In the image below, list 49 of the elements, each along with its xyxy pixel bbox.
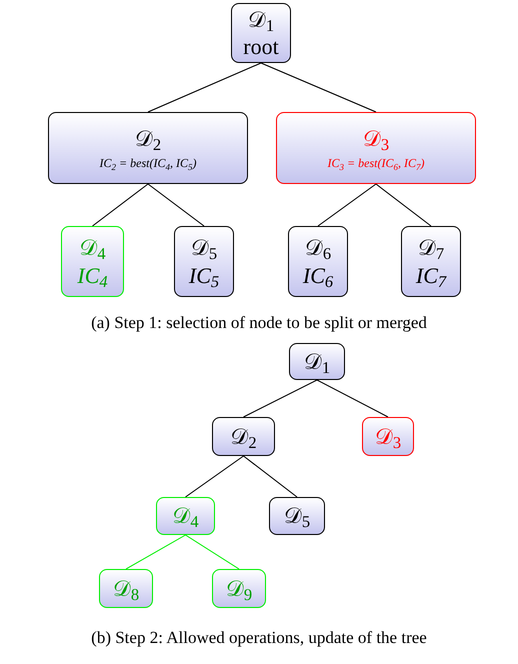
tree-node [288, 226, 348, 297]
subfigure-caption: (b) Step 2: Allowed operations, update of the tree [90, 627, 428, 649]
node-label: 𝒟$_{5}$ [190, 234, 218, 262]
node-label: 𝒟$_{7}$ [418, 234, 444, 262]
node-label: 𝒟$_{2}$ [230, 422, 257, 450]
node-label: 𝒟$_{8}$ [112, 574, 140, 602]
node-label: 𝒟$_{9}$ [226, 574, 252, 602]
node-label: 𝒟$_{1}$ [248, 6, 274, 33]
node-label: IC$_{6}$ [302, 262, 334, 289]
node-label: 𝒟$_{6}$ [304, 234, 332, 262]
connector-line [126, 534, 186, 570]
node-label: 𝒟$_{4}$ [172, 502, 199, 530]
connector-line [185, 456, 244, 498]
connector-line [185, 534, 240, 570]
connector-line [148, 184, 204, 226]
tree-node [48, 112, 248, 184]
node-label: IC$_{5}$ [188, 262, 220, 289]
node-label: IC$_{3}$ = best(IC$_{6}$, IC$_{7}$) [328, 156, 424, 172]
node-label: 𝒟$_{3}$ [362, 124, 390, 152]
node-label: IC$_{2}$ = best(IC$_{4}$, IC$_{5}$) [100, 156, 196, 172]
connector-line [316, 380, 388, 418]
node-label: IC$_{7}$ [416, 262, 446, 289]
connector-line [260, 62, 376, 112]
node-label: IC$_{4}$ [77, 262, 108, 289]
tree-node [156, 497, 215, 535]
tree-node [231, 3, 291, 63]
connector-line [243, 456, 298, 498]
connector-line [318, 184, 376, 226]
tree-node [276, 112, 476, 184]
node-label: 𝒟$_{2}$ [134, 124, 162, 152]
tree-node [269, 497, 325, 535]
node-label: 𝒟$_{4}$ [79, 234, 106, 262]
tree-node [289, 343, 345, 380]
tree-node [99, 569, 153, 608]
connector-line [243, 380, 318, 418]
node-label: root [243, 33, 279, 60]
node-label: 𝒟$_{5}$ [284, 502, 310, 530]
connector-line [148, 62, 262, 112]
tree-node [61, 226, 124, 297]
tree-node [174, 226, 234, 297]
node-label: 𝒟$_{1}$ [304, 348, 330, 376]
subfigure-caption: (a) Step 1: selection of node to be split or merged [90, 312, 428, 334]
node-label: 𝒟$_{3}$ [374, 422, 402, 450]
connector-line [376, 184, 432, 226]
tree-node [401, 226, 461, 297]
connector-line [92, 184, 148, 226]
tree-node [212, 569, 266, 608]
tree-node [362, 417, 414, 456]
tree-node [212, 417, 275, 456]
